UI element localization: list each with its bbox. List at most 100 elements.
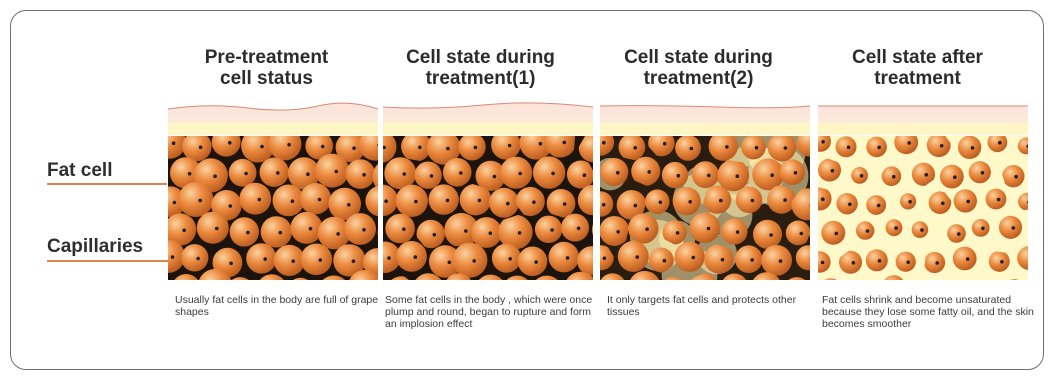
cell-nucleus xyxy=(616,230,620,234)
cell-nucleus xyxy=(196,257,200,261)
cell-nucleus xyxy=(402,227,406,231)
cell-nucleus xyxy=(532,200,536,204)
cell-nucleus xyxy=(750,258,754,262)
cell-nucleus xyxy=(352,146,356,150)
fat-cell xyxy=(535,216,562,243)
fat-cell xyxy=(675,136,701,161)
cell-nucleus xyxy=(971,146,975,150)
fat-cell xyxy=(178,182,213,217)
ruptured-fat-cell xyxy=(1002,165,1024,187)
cell-nucleus xyxy=(783,198,787,202)
cell-nucleus xyxy=(291,259,295,263)
fat-cell xyxy=(628,213,658,243)
cell-nucleus xyxy=(518,172,522,176)
cell-nucleus xyxy=(539,142,543,146)
cell-nucleus xyxy=(707,174,711,178)
cell-nucleus xyxy=(721,258,725,262)
cell-nucleus xyxy=(981,171,985,175)
cell-nucleus xyxy=(433,233,437,237)
fat-cell xyxy=(291,212,323,244)
cell-nucleus xyxy=(459,171,463,175)
fat-cell xyxy=(452,243,487,278)
subcutaneous-band xyxy=(818,123,1028,135)
cell-nucleus xyxy=(645,227,649,231)
fat-cell xyxy=(274,245,305,276)
fat-cell xyxy=(500,157,532,189)
fat-cell xyxy=(673,187,701,215)
panel-3-description: It only targets fat cells and protects o… xyxy=(607,294,821,318)
fat-cell xyxy=(753,220,782,249)
cell-nucleus xyxy=(659,201,663,205)
cell-nucleus xyxy=(319,258,323,262)
cell-nucleus xyxy=(566,256,570,260)
cell-nucleus xyxy=(966,257,970,261)
panel-4-fat-tissue xyxy=(818,136,1028,280)
cell-nucleus xyxy=(309,227,313,231)
cell-nucleus xyxy=(563,141,567,145)
cell-nucleus xyxy=(852,261,856,265)
cell-nucleus xyxy=(246,231,250,235)
fat-cell xyxy=(896,252,916,272)
cell-nucleus xyxy=(1012,226,1016,230)
panel-1-title: Pre-treatment cell status xyxy=(159,47,374,89)
fat-cell xyxy=(396,241,427,272)
cell-nucleus xyxy=(647,170,651,174)
cell-nucleus xyxy=(448,261,452,265)
capillaries-label: Capillaries xyxy=(47,236,143,258)
fat-cell xyxy=(344,213,376,245)
cell-nucleus xyxy=(387,256,391,260)
cell-nucleus xyxy=(690,147,694,151)
panel-1-fat-tissue xyxy=(168,136,378,280)
fat-cell xyxy=(230,217,259,246)
cell-nucleus xyxy=(755,146,759,150)
panel-2-title-line-1: Cell state during xyxy=(373,47,588,68)
fat-cell xyxy=(953,247,977,271)
cell-nucleus xyxy=(821,261,825,265)
panel-1-skin-layer xyxy=(168,101,378,135)
cell-nucleus xyxy=(472,259,476,263)
cell-nucleus xyxy=(616,171,620,175)
fat-cell xyxy=(549,242,580,273)
cell-nucleus xyxy=(966,200,970,204)
cell-nucleus xyxy=(229,262,233,266)
cell-nucleus xyxy=(725,145,729,149)
fat-cell xyxy=(947,224,966,243)
cell-nucleus xyxy=(414,255,418,259)
fat-cell xyxy=(385,214,415,244)
cell-nucleus xyxy=(602,203,606,207)
cell-nucleus xyxy=(892,175,896,179)
ruptured-fat-cell xyxy=(401,136,431,161)
cell-nucleus xyxy=(633,146,637,150)
cell-nucleus xyxy=(847,146,851,150)
fat-cell xyxy=(229,159,257,187)
cell-nucleus xyxy=(800,232,804,236)
fat-cell xyxy=(384,157,416,189)
cell-nucleus xyxy=(692,256,696,260)
fat-cell xyxy=(273,185,305,217)
cell-nucleus xyxy=(821,140,825,144)
panel-2-skin-layer xyxy=(383,101,593,135)
cell-nucleus xyxy=(908,200,912,204)
fat-cell xyxy=(645,189,670,214)
cell-nucleus xyxy=(848,203,852,207)
cell-nucleus xyxy=(418,146,422,150)
cell-nucleus xyxy=(953,175,957,179)
cell-nucleus xyxy=(215,227,219,231)
cell-nucleus xyxy=(551,172,555,176)
cell-nucleus xyxy=(508,257,512,261)
cell-nucleus xyxy=(821,197,825,201)
cell-nucleus xyxy=(770,173,774,177)
cell-nucleus xyxy=(347,203,351,207)
cell-nucleus xyxy=(688,200,692,204)
cell-nucleus xyxy=(941,202,945,206)
fat-cell xyxy=(689,212,720,243)
cell-nucleus xyxy=(518,231,522,235)
fat-cell xyxy=(471,217,502,248)
fat-cell xyxy=(836,136,857,157)
fat-cell xyxy=(197,212,229,244)
cell-nucleus xyxy=(907,141,911,145)
fat-cell xyxy=(958,136,981,159)
fat-cell xyxy=(300,183,331,214)
fat-cell xyxy=(851,167,868,184)
cell-nucleus xyxy=(550,228,554,232)
